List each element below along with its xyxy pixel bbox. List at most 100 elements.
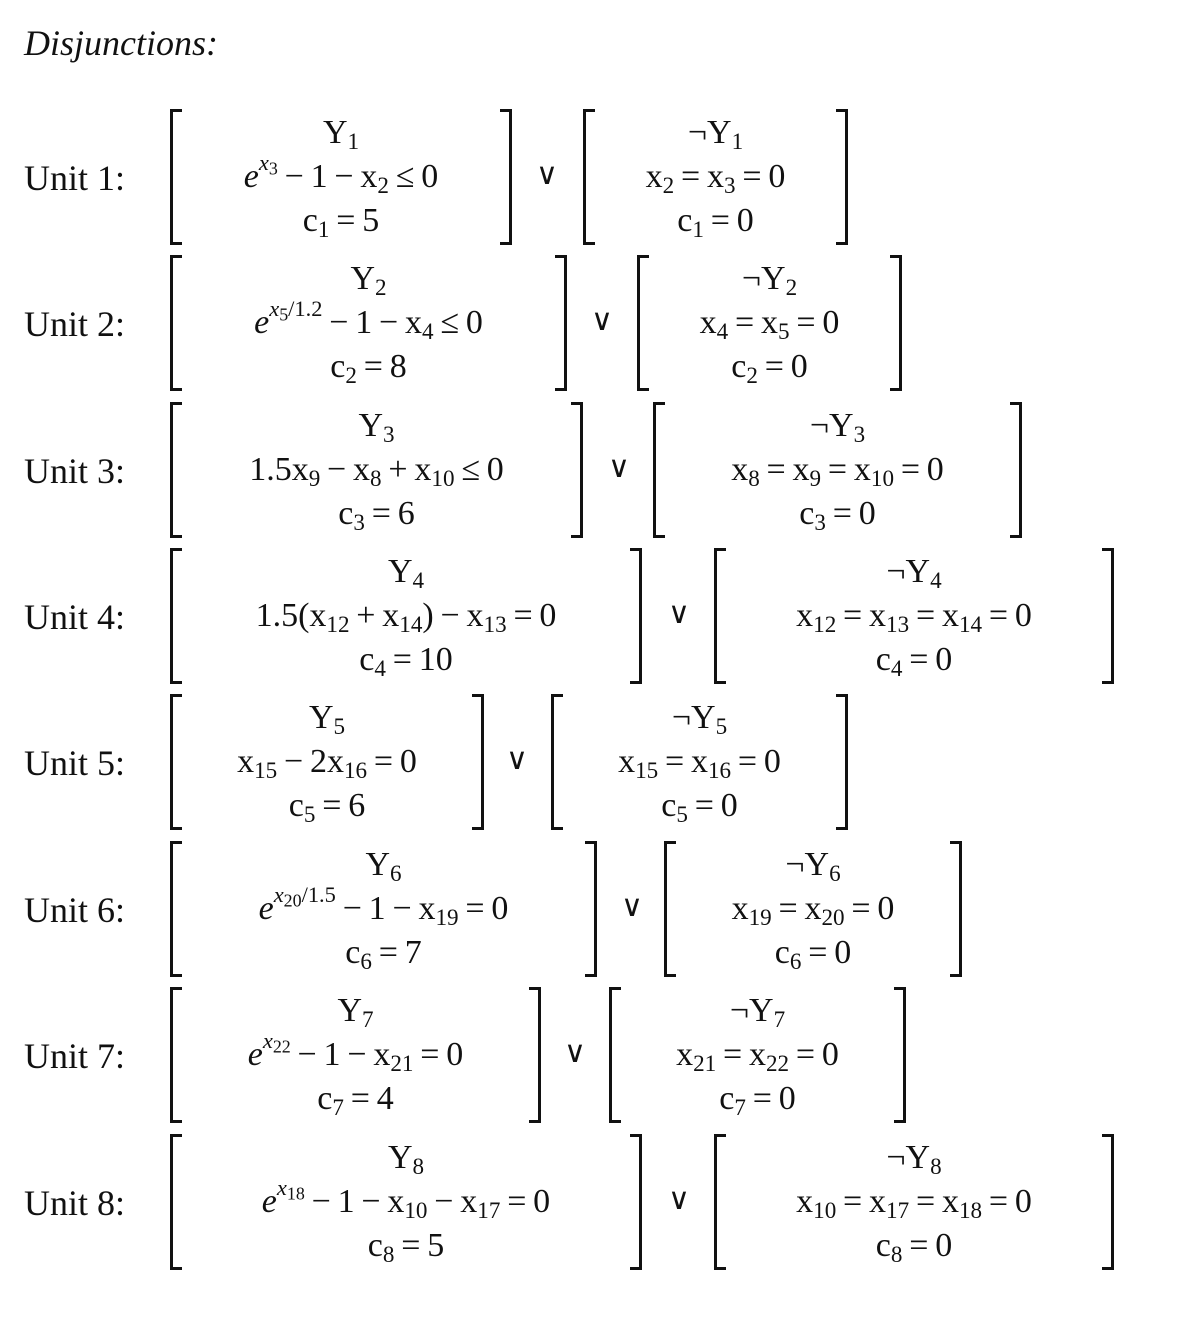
cost-assignment: c7 = 0 [719, 1080, 796, 1121]
constraint-expression: x8 = x9 = x10 = 0 [731, 451, 944, 492]
indicator-term: Y3 [358, 407, 395, 448]
indicator-term: Y5 [308, 699, 346, 740]
unit-label: Unit 3: [24, 451, 126, 491]
constraint-expression: x4 = x5 = 0 [699, 304, 840, 345]
cost-assignment: c7 = 4 [317, 1080, 394, 1121]
cost-assignment: c6 = 7 [345, 934, 422, 975]
constraint-expression: x12 = x13 = x14 = 0 [796, 597, 1032, 638]
cost-assignment: c3 = 0 [799, 495, 876, 536]
cost-assignment: c5 = 0 [661, 787, 738, 828]
cost-assignment: c3 = 6 [338, 495, 415, 536]
left-bracket [170, 987, 182, 1123]
right-bracket [1102, 548, 1114, 684]
indicator-term: Y8 [387, 1139, 425, 1180]
indicator-term: ¬Y8 [886, 1139, 942, 1180]
indicator-term: ¬Y6 [785, 846, 841, 887]
right-bracket [555, 255, 567, 391]
constraint-expression: 1.5x9 − x8 + x10 ≤ 0 [249, 451, 504, 492]
section-title: Disjunctions: [24, 23, 218, 63]
indicator-term: Y2 [350, 260, 387, 301]
right-bracket [472, 694, 484, 830]
indicator-term: ¬Y1 [687, 114, 744, 155]
right-bracket [950, 841, 962, 977]
right-bracket [630, 548, 642, 684]
right-bracket [630, 1134, 642, 1270]
right-bracket [1010, 402, 1022, 538]
cost-assignment: c1 = 5 [302, 202, 380, 243]
left-bracket [637, 255, 649, 391]
unit-label: Unit 4: [24, 597, 126, 637]
constraint-expression: 1.5(x12 + x14) − x13 = 0 [255, 597, 557, 638]
left-bracket [170, 841, 182, 977]
left-bracket [170, 1134, 182, 1270]
left-bracket [653, 402, 665, 538]
or-operator: ∨ [668, 1182, 690, 1217]
cost-assignment: c8 = 5 [367, 1227, 445, 1268]
or-operator: ∨ [564, 1035, 586, 1070]
left-bracket [170, 109, 182, 245]
left-bracket [170, 694, 182, 830]
indicator-term: ¬Y7 [729, 992, 786, 1033]
cost-assignment: c2 = 0 [731, 348, 808, 389]
indicator-term: ¬Y3 [809, 407, 866, 448]
cost-assignment: c5 = 6 [288, 787, 366, 828]
right-bracket [529, 987, 541, 1123]
indicator-term: Y4 [387, 553, 425, 594]
right-bracket [1102, 1134, 1114, 1270]
unit-label: Unit 8: [24, 1183, 126, 1223]
or-operator: ∨ [506, 742, 528, 777]
left-bracket [609, 987, 621, 1123]
right-bracket [836, 694, 848, 830]
cost-assignment: c4 = 10 [359, 641, 453, 682]
constraint-expression: x10 = x17 = x18 = 0 [796, 1183, 1032, 1224]
constraint-expression: ex18 − 1 − x10 − x17 = 0 [261, 1175, 551, 1224]
constraint-expression: x19 = x20 = 0 [731, 890, 895, 931]
indicator-term: Y6 [365, 846, 402, 887]
or-operator: ∨ [591, 303, 613, 338]
left-bracket [170, 255, 182, 391]
constraint-expression: ex5/1.2 − 1 − x4 ≤ 0 [254, 296, 483, 345]
cost-assignment: c4 = 0 [875, 641, 953, 682]
unit-label: Unit 2: [24, 304, 126, 344]
right-bracket [890, 255, 902, 391]
indicator-term: ¬Y5 [671, 699, 728, 740]
left-bracket [714, 548, 726, 684]
right-bracket [836, 109, 848, 245]
left-bracket [664, 841, 676, 977]
constraint-expression: ex20/1.5 − 1 − x19 = 0 [258, 882, 509, 931]
left-bracket [714, 1134, 726, 1270]
unit-label: Unit 6: [24, 890, 126, 930]
indicator-term: Y1 [322, 114, 360, 155]
cost-assignment: c2 = 8 [330, 348, 407, 389]
constraint-expression: x15 = x16 = 0 [618, 743, 781, 784]
unit-label: Unit 1: [24, 158, 126, 198]
right-bracket [894, 987, 906, 1123]
indicator-term: Y7 [337, 992, 374, 1033]
constraint-expression: ex3 − 1 − x2 ≤ 0 [243, 150, 439, 199]
indicator-term: ¬Y4 [886, 553, 942, 594]
unit-label: Unit 7: [24, 1036, 126, 1076]
or-operator: ∨ [536, 157, 558, 192]
left-bracket [170, 402, 182, 538]
constraint-expression: x2 = x3 = 0 [645, 158, 786, 199]
